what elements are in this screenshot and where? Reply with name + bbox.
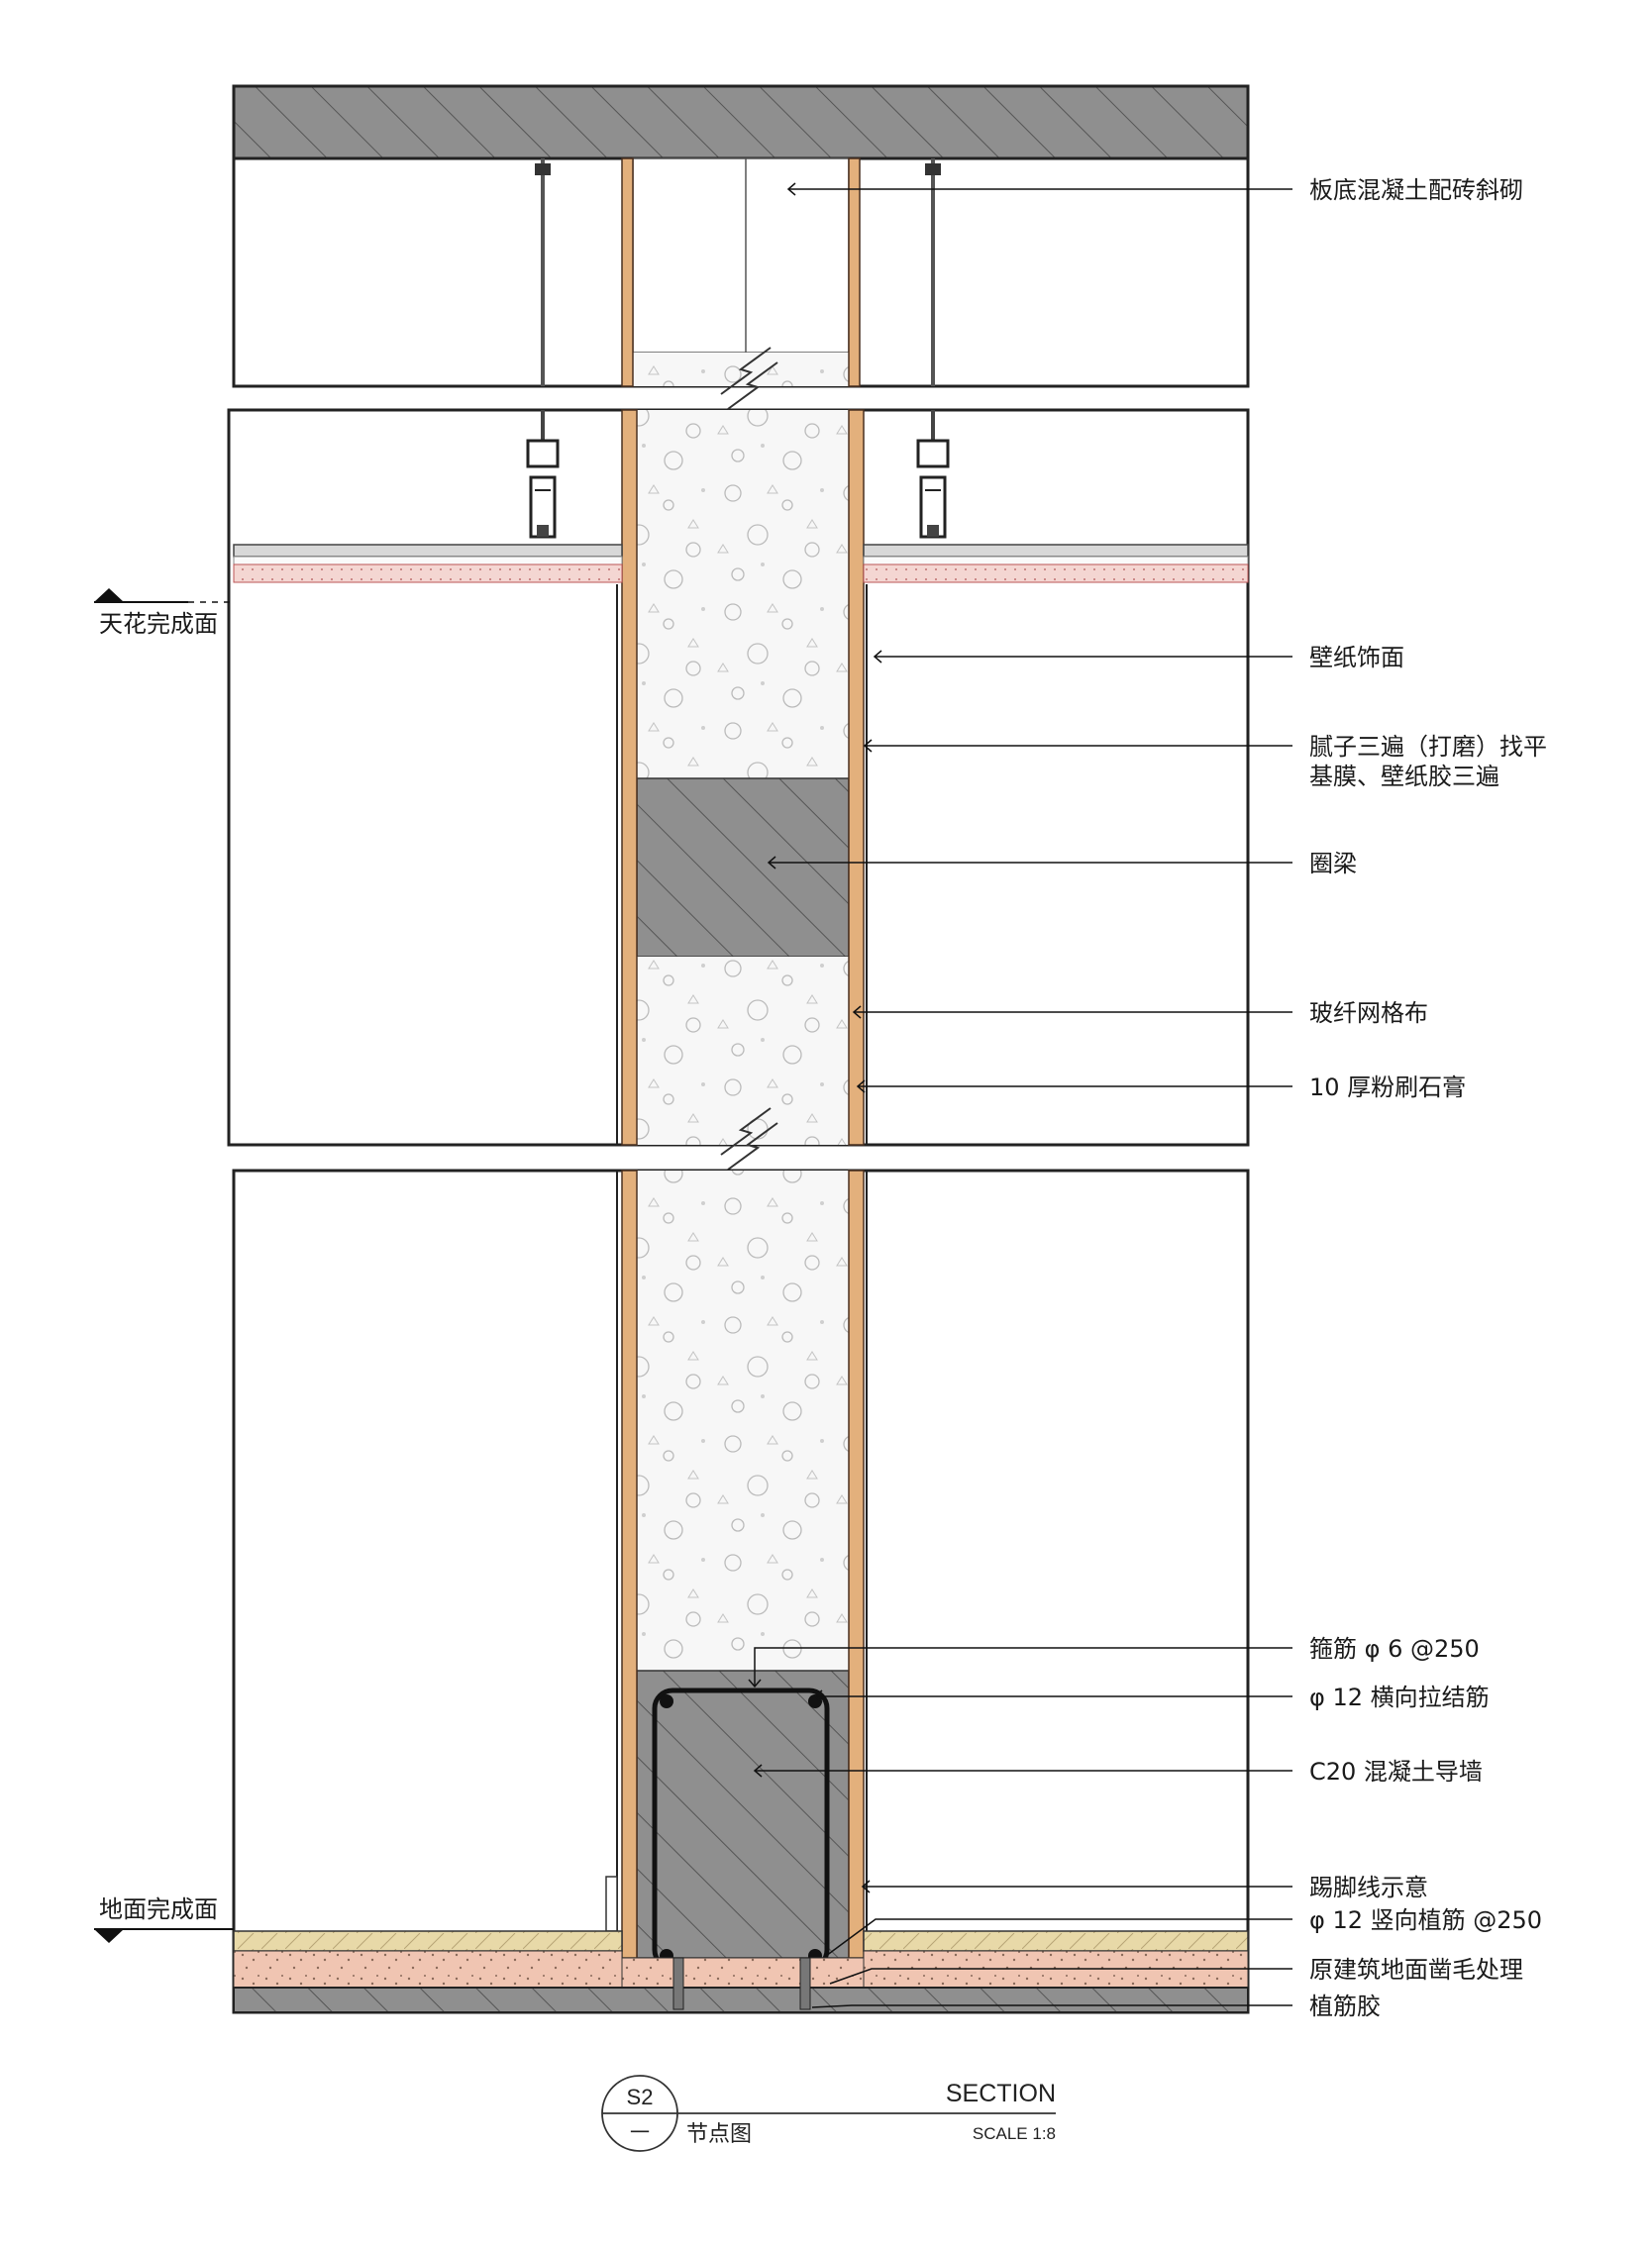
plaster-right [848, 409, 865, 1146]
callout-guide-wall: C20 混凝土导墙 [1309, 1758, 1483, 1786]
slab-above [232, 84, 1250, 160]
callout-putty-line1: 腻子三遍（打磨）找平 [1309, 733, 1547, 761]
callout-labels: 板底混凝土配砖斜砌 壁纸饰面 腻子三遍（打磨）找平 基膜、壁纸胶三遍 圈梁 玻纤… [1309, 176, 1547, 2020]
hanger-left [526, 410, 560, 539]
plaster-left [621, 409, 638, 1146]
section-code: S2 [627, 2085, 654, 2109]
callout-skirting: 踢脚线示意 [1309, 1874, 1428, 1901]
guide-wall [636, 1670, 850, 1959]
callout-putty-line2: 基膜、壁纸胶三遍 [1309, 763, 1499, 790]
callout-mesh: 玻纤网格布 [1309, 999, 1428, 1027]
title-block: S2 一 SECTION 节点图 SCALE 1:8 [601, 2075, 1056, 2152]
floor-finish-left [233, 1930, 623, 1952]
rebar-dot [660, 1694, 673, 1708]
callout-gypsum: 10 厚粉刷石膏 [1309, 1074, 1466, 1101]
callout-wallpaper: 壁纸饰面 [1309, 644, 1404, 671]
callout-roughen: 原建筑地面凿毛处理 [1309, 1956, 1523, 1984]
level-label-floor: 地面完成面 [99, 1895, 218, 1923]
aerated-block [637, 410, 849, 778]
floor-mortar-left [233, 1950, 623, 1989]
floor-finish-right [863, 1930, 1249, 1952]
aerated-block [637, 1171, 849, 1671]
ceiling-board-right [863, 544, 1249, 558]
level-marker-floor: 地面完成面 [94, 1895, 234, 1943]
skirting-left [605, 1876, 618, 1932]
bottom-panel [232, 1169, 1250, 2014]
callout-leaders [748, 182, 1292, 2008]
structural-slab [233, 1987, 1249, 2013]
callout-tie-bar: φ 12 横向拉结筋 [1309, 1684, 1490, 1711]
plaster-left [621, 1170, 638, 1959]
rebar-dot [808, 1694, 822, 1708]
callout-stirrup: 箍筋 φ 6 @250 [1309, 1635, 1480, 1663]
aerated-block [637, 957, 849, 1145]
sheet-number: 一 [630, 2122, 650, 2144]
ceiling-board-left [233, 544, 623, 558]
top-panel [232, 84, 1250, 388]
callout-slab-brick: 板底混凝土配砖斜砌 [1309, 176, 1523, 204]
section-subtitle: 节点图 [686, 2121, 752, 2146]
plaster-right [848, 1170, 865, 1959]
level-marker-ceiling: 天花完成面 [94, 588, 234, 638]
callout-ring-beam: 圈梁 [1309, 850, 1357, 877]
ring-beam [636, 777, 850, 958]
section-scale: SCALE 1:8 [973, 2124, 1056, 2143]
hanger-right [916, 410, 950, 539]
break-mark [720, 347, 778, 1171]
section-title: SECTION [946, 2080, 1056, 2107]
wall-core-top [632, 157, 850, 354]
anchor-bar [672, 1957, 684, 2010]
middle-panel [227, 408, 1250, 1147]
callout-vertical-bar: φ 12 竖向植筋 @250 [1309, 1906, 1542, 1934]
anchor-bar [799, 1957, 811, 2010]
level-label-ceiling: 天花完成面 [99, 610, 218, 638]
callout-adhesive: 植筋胶 [1309, 1993, 1381, 2020]
